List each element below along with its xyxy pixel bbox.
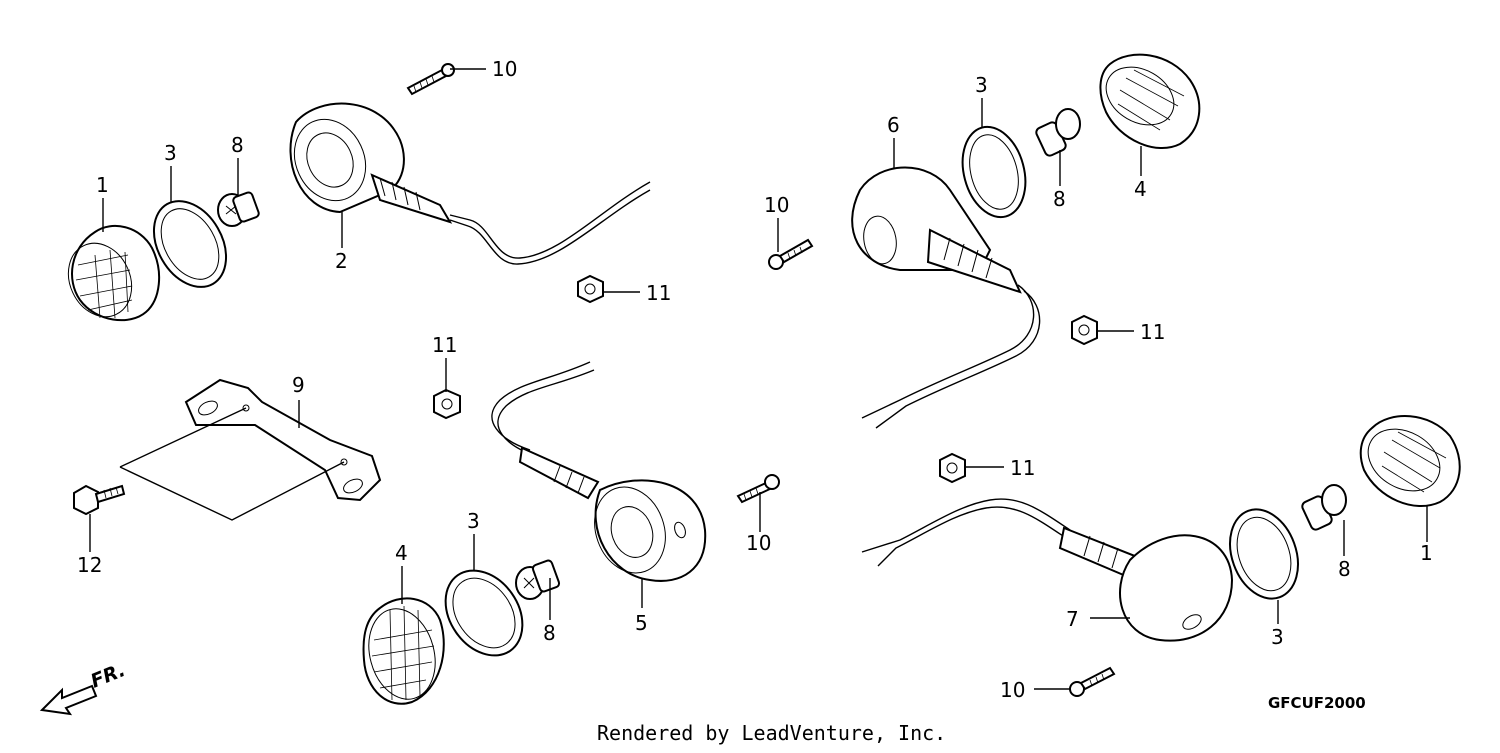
housing-part-2 (289, 102, 651, 265)
leader-lines (89, 68, 1428, 690)
callout-2: 2 (335, 249, 348, 273)
callout-10-top: 10 (492, 57, 517, 81)
callout-10-middle: 10 (746, 531, 771, 555)
callout-4-bottom: 4 (395, 541, 408, 565)
callout-8-left: 8 (231, 133, 244, 157)
nut-part-11-middle (433, 388, 461, 420)
callout-3-top-right: 3 (975, 73, 988, 97)
callout-1-left: 1 (96, 173, 109, 197)
callout-8-bottom: 8 (543, 621, 556, 645)
lens-part-4-top-right (1099, 53, 1201, 149)
callout-8-bottom-right: 8 (1338, 557, 1351, 581)
callout-11-bottom-right: 11 (1010, 456, 1035, 480)
callout-4-top-right: 4 (1134, 177, 1147, 201)
bolt-part-12 (73, 484, 126, 516)
callout-10-bottom: 10 (1000, 678, 1025, 702)
nut-part-11-bottom-right (939, 452, 966, 484)
callout-3-left: 3 (164, 141, 177, 165)
bulb-part-8-bottom (515, 559, 561, 600)
bracket-leader-lines (119, 407, 345, 521)
callout-3-bottom-right: 3 (1271, 625, 1284, 649)
lens-part-1-left (67, 224, 161, 322)
ring-part-3-top-right (961, 125, 1027, 219)
screw-part-10-top (406, 63, 455, 96)
callout-12: 12 (77, 553, 102, 577)
screw-part-10-right (768, 238, 814, 270)
callout-1-right: 1 (1420, 541, 1433, 565)
bulb-part-8-left (217, 191, 260, 227)
render-credit: Rendered by LeadVenture, Inc. (597, 721, 946, 745)
housing-part-7 (861, 498, 1234, 642)
ring-part-3-left (152, 200, 228, 288)
screw-part-10-bottom (1069, 666, 1116, 697)
ring-part-3-bottom (444, 569, 524, 657)
bulb-part-8-bottom-right (1301, 484, 1347, 531)
callout-11-middle: 11 (432, 333, 457, 357)
screw-part-10-middle (736, 474, 780, 504)
front-direction-arrow: FR. (39, 659, 129, 716)
callout-3-bottom: 3 (467, 509, 480, 533)
nut-part-11-top (577, 274, 604, 304)
callout-11-top: 11 (646, 281, 671, 305)
bulb-part-8-top-right (1035, 108, 1081, 157)
callout-5: 5 (635, 611, 648, 635)
housing-part-6 (851, 166, 1041, 429)
callout-6: 6 (887, 113, 900, 137)
callout-11-right: 11 (1140, 320, 1165, 344)
callout-8-top-right: 8 (1053, 187, 1066, 211)
front-direction-label: FR. (88, 659, 129, 693)
housing-part-5 (491, 361, 707, 582)
callout-7: 7 (1066, 607, 1079, 631)
callout-9: 9 (292, 373, 305, 397)
nut-part-11-right (1071, 314, 1098, 346)
diagram-code: GFCUF2000 (1268, 694, 1366, 712)
bracket-part-9 (184, 378, 382, 502)
callout-10-right: 10 (764, 193, 789, 217)
ring-part-3-bottom-right (1229, 508, 1299, 600)
lens-part-4-bottom (362, 597, 445, 705)
lens-part-1-right (1359, 415, 1461, 507)
